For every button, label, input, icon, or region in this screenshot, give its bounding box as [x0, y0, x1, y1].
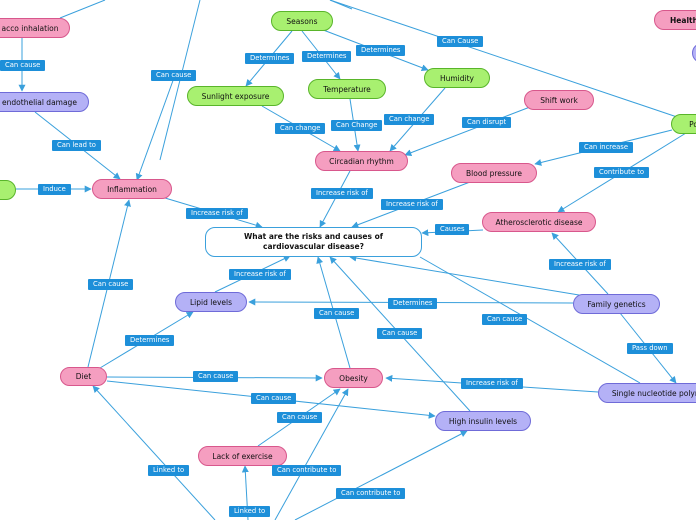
- link-label: Increase risk of: [381, 199, 443, 210]
- link-label: Can cause: [193, 371, 239, 382]
- node-inflammation[interactable]: Inflammation: [92, 179, 172, 199]
- link-label: Determines: [388, 298, 438, 309]
- node-tobacco-inhalation[interactable]: acco inhalation: [0, 18, 70, 38]
- link-label: Increase risk of: [549, 259, 611, 270]
- link-label: Can cause: [314, 308, 360, 319]
- node-endothelial-damage[interactable]: endothelial damage: [0, 92, 89, 112]
- node-left-partial[interactable]: [0, 180, 16, 200]
- node-lipid-levels[interactable]: Lipid levels: [175, 292, 247, 312]
- node-lack-of-exercise[interactable]: Lack of exercise: [198, 446, 287, 466]
- link-label: Can cause: [277, 412, 323, 423]
- link-label: Increase risk of: [311, 188, 373, 199]
- link-label: Can cause: [482, 314, 528, 325]
- link-label: Can cause: [251, 393, 297, 404]
- link-label: Can increase: [579, 142, 634, 153]
- link-label: Linked to: [229, 506, 271, 517]
- link-label: Can cause: [0, 60, 46, 71]
- link-label: Can contribute to: [336, 488, 406, 499]
- link-label: Can cause: [151, 70, 197, 81]
- link-label: Increase risk of: [186, 208, 248, 219]
- node-shift-work[interactable]: Shift work: [524, 90, 594, 110]
- node-seasons[interactable]: Seasons: [271, 11, 333, 31]
- link-label: Determines: [302, 51, 352, 62]
- link-label: Can cause: [377, 328, 423, 339]
- node-obesity[interactable]: Obesity: [324, 368, 383, 388]
- link-label: Determines: [245, 53, 295, 64]
- link-label: Can Cause: [437, 36, 484, 47]
- node-circadian-rhythm[interactable]: Circadian rhythm: [315, 151, 408, 171]
- link-label: Increase risk of: [461, 378, 523, 389]
- link-label: Pass down: [627, 343, 673, 354]
- node-family-genetics[interactable]: Family genetics: [573, 294, 660, 314]
- link-label: Can change: [275, 123, 326, 134]
- link-label: Determines: [125, 335, 175, 346]
- node-temperature[interactable]: Temperature: [308, 79, 386, 99]
- link-label: Can lead to: [52, 140, 101, 151]
- link-label: Linked to: [148, 465, 190, 476]
- node-sunlight-exposure[interactable]: Sunlight exposure: [187, 86, 284, 106]
- node-diet[interactable]: Diet: [60, 367, 107, 386]
- node-po[interactable]: Po: [671, 114, 696, 134]
- center-question[interactable]: What are the risks and causes of cardiov…: [205, 227, 422, 257]
- link-label: Can Change: [331, 120, 383, 131]
- node-high-insulin-levels[interactable]: High insulin levels: [435, 411, 531, 431]
- node-health[interactable]: Health: [654, 10, 696, 30]
- link-label: Contribute to: [594, 167, 650, 178]
- link-label: Increase risk of: [229, 269, 291, 280]
- link-label: Can cause: [88, 279, 134, 290]
- link-label: Can disrupt: [462, 117, 512, 128]
- link-label: Causes: [435, 224, 470, 235]
- node-humidity[interactable]: Humidity: [424, 68, 490, 88]
- node-snp[interactable]: Single nucleotide polym: [598, 383, 696, 403]
- node-blood-pressure[interactable]: Blood pressure: [451, 163, 537, 183]
- link-label: Can change: [384, 114, 435, 125]
- node-atherosclerotic-disease[interactable]: Atherosclerotic disease: [482, 212, 596, 232]
- link-label: Can contribute to: [272, 465, 342, 476]
- link-label: Induce: [38, 184, 71, 195]
- link-label: Determines: [356, 45, 406, 56]
